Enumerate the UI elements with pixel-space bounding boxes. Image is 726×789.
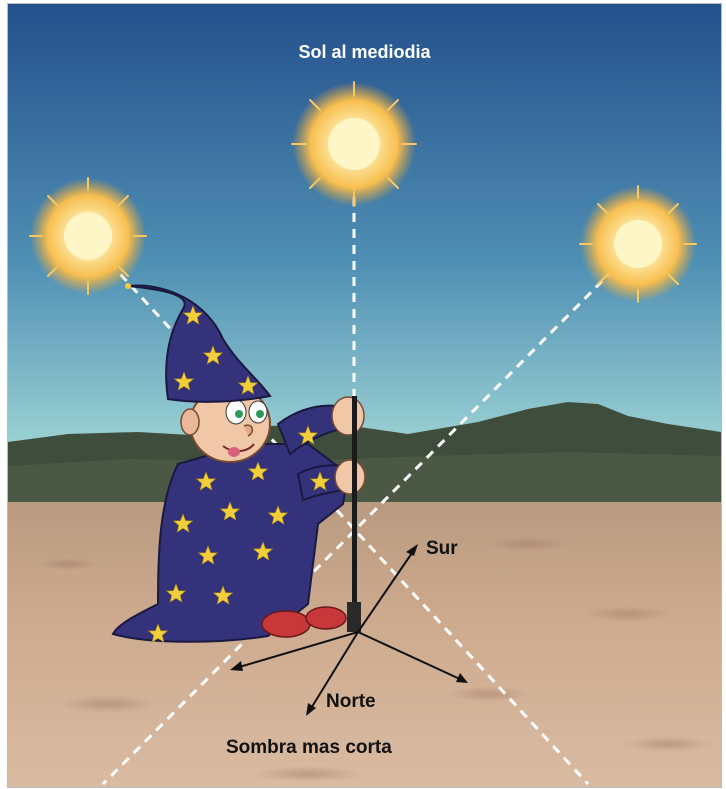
sun-icon bbox=[292, 82, 416, 206]
north-label: Norte bbox=[326, 691, 376, 713]
shortest-shadow-label: Sombra mas corta bbox=[226, 737, 392, 759]
scene bbox=[8, 4, 721, 787]
south-label: Sur bbox=[426, 538, 458, 560]
sun-icon bbox=[580, 186, 696, 302]
diagram-frame: Sol al mediodia Sur Norte Sombra mas cor… bbox=[7, 3, 722, 788]
diagram-title: Sol al mediodia bbox=[8, 42, 721, 63]
sun-icon bbox=[30, 178, 146, 294]
